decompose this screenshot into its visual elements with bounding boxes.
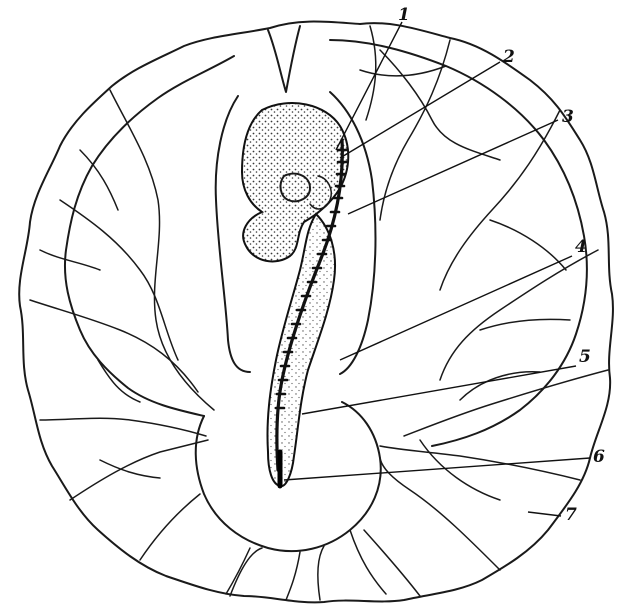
top-notch: [268, 26, 300, 92]
label-3: 3: [562, 107, 574, 127]
leader-line-2: [340, 62, 500, 158]
leader-line-7: [528, 512, 561, 516]
embryo-head: [242, 103, 348, 261]
label-6: 6: [593, 447, 605, 467]
label-7: 7: [565, 505, 577, 525]
label-4: 4: [575, 237, 587, 257]
label-1: 1: [398, 5, 410, 25]
label-2: 2: [502, 47, 515, 67]
label-5: 5: [579, 347, 591, 367]
